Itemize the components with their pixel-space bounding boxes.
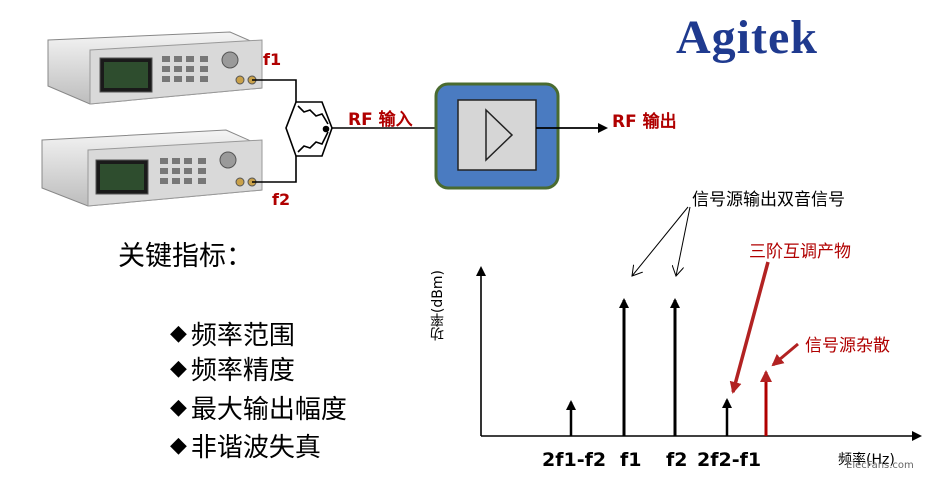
company-logo: Agitek bbox=[676, 11, 818, 64]
tick-label-2f1-f2: 2f1-f2 bbox=[542, 449, 607, 471]
spectrum-x-label: 频率(Hz) bbox=[838, 452, 895, 468]
two-tone-pointers bbox=[632, 206, 691, 276]
spurious-annotation: 信号源杂散 bbox=[805, 336, 890, 356]
signal-generator-1 bbox=[47, 31, 263, 105]
metric-label: 频率范围 bbox=[190, 321, 295, 351]
signal-generator-2 bbox=[41, 129, 263, 207]
third-order-pointer bbox=[729, 261, 770, 394]
combiner-wires bbox=[252, 79, 297, 183]
metric-item: ◆ 最大输出幅度 bbox=[170, 389, 347, 426]
two-tone-annotation: 信号源输出双音信号 bbox=[692, 190, 845, 210]
rf-output-label: RF 输出 bbox=[612, 112, 677, 132]
metric-item: ◆ 频率精度 bbox=[170, 350, 295, 387]
generator-1-label: f1 bbox=[263, 50, 282, 69]
metric-label: 频率精度 bbox=[190, 356, 295, 386]
tick-label-2f2-f1: 2f2-f1 bbox=[697, 449, 762, 471]
metric-label: 最大输出幅度 bbox=[190, 395, 347, 425]
bullet-diamond-icon: ◆ bbox=[170, 321, 187, 346]
third-order-annotation: 三阶互调产物 bbox=[749, 242, 851, 262]
generator-2-label: f2 bbox=[272, 190, 291, 209]
metric-item: ◆ 非谐波失真 bbox=[170, 427, 321, 464]
metric-label: 非谐波失真 bbox=[190, 433, 321, 463]
spectrum-y-label: 功率(dBm) bbox=[430, 270, 446, 342]
metrics-title: 关键指标： bbox=[118, 241, 253, 272]
bullet-diamond-icon: ◆ bbox=[170, 395, 187, 420]
rf-input-label: RF 输入 bbox=[348, 110, 413, 130]
bullet-diamond-icon: ◆ bbox=[170, 356, 187, 381]
bullet-diamond-icon: ◆ bbox=[170, 433, 187, 458]
spectrum-axes bbox=[476, 266, 922, 441]
watermark: ElecFans.com bbox=[846, 460, 914, 471]
metric-item: ◆ 频率范围 bbox=[170, 315, 295, 352]
tick-label-f2: f2 bbox=[666, 449, 688, 471]
spurious-pointer bbox=[771, 342, 799, 367]
amplifier-block bbox=[434, 82, 608, 190]
tick-label-f1: f1 bbox=[620, 449, 642, 471]
